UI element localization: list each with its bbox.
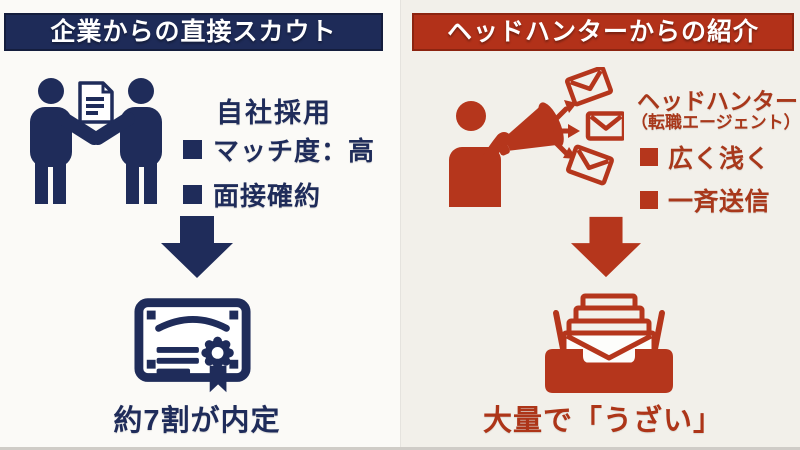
contract-document-icon	[78, 81, 114, 124]
left-result-text: 約7割が内定	[113, 405, 281, 437]
handshake-icon	[30, 78, 162, 204]
certificate-icon	[134, 298, 251, 393]
down-arrow-icon	[161, 216, 233, 278]
megaphone-person-icon	[449, 67, 624, 207]
down-arrow-icon	[571, 216, 641, 278]
list-item: 広く浅く	[640, 139, 770, 175]
bullet-label: 広く浅く	[668, 145, 771, 173]
bottom-edge-line	[0, 447, 800, 450]
bullet-square-icon	[640, 148, 658, 166]
bullet-label: マッチ度：高	[213, 136, 376, 166]
list-item: マッチ度：高	[183, 131, 375, 168]
bullet-square-icon	[640, 191, 658, 209]
right-panel-header: ヘッドハンターからの紹介	[412, 13, 794, 51]
bullet-label: 面接確約	[213, 181, 322, 211]
left-panel-direct-scout: 企業からの直接スカウト	[4, 13, 383, 437]
envelope-icons	[565, 67, 624, 186]
right-panel-headhunter: ヘッドハンターからの紹介	[400, 0, 800, 450]
left-main-label: 自社採用	[216, 98, 332, 128]
right-result-text: 大量で「うざい」	[482, 405, 723, 437]
bullet-square-icon	[183, 185, 202, 204]
list-item: 一斉送信	[640, 182, 770, 218]
left-panel-header: 企業からの直接スカウト	[4, 13, 383, 51]
left-bullet-list: マッチ度：高 面接確約	[183, 131, 375, 213]
list-item: 面接確約	[183, 176, 375, 213]
right-sub-label: （転職エージェント）	[631, 113, 800, 132]
inbox-icon	[545, 293, 673, 393]
bullet-square-icon	[183, 140, 202, 159]
megaphone-icon	[495, 102, 564, 156]
right-main-label: ヘッドハンター	[637, 88, 798, 114]
right-bullet-list: 広く浅く 一斉送信	[640, 139, 770, 218]
bullet-label: 一斉送信	[668, 188, 771, 216]
